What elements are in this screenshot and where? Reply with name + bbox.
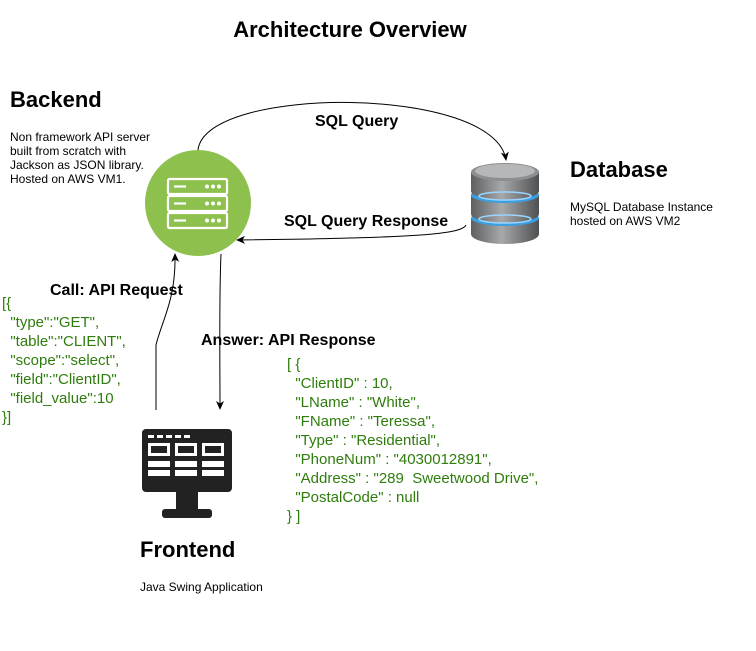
api-request-json: [{ "type":"GET", "table":"CLIENT", "scop… <box>2 295 126 426</box>
frontend-description: Java Swing Application <box>140 580 263 594</box>
monitor-icon <box>142 429 232 518</box>
sql-query-response-label: SQL Query Response <box>284 213 449 230</box>
backend-heading: Backend <box>10 87 102 112</box>
database-description: MySQL Database Instance hosted on AWS VM… <box>570 200 713 228</box>
api-request-label: Call: API Request <box>50 282 183 299</box>
api-response-label: Answer: API Response <box>201 332 376 349</box>
frontend-heading: Frontend <box>140 537 236 562</box>
server-icon <box>145 150 251 256</box>
sql-query-label: SQL Query <box>315 113 399 130</box>
sql-query-response-arrow <box>236 224 467 244</box>
api-request-arrow <box>155 253 180 410</box>
backend-description: Non framework API server built from scra… <box>10 130 151 186</box>
api-response-arrow <box>215 253 224 410</box>
page-title: Architecture Overview <box>233 17 467 42</box>
api-response-json: [ { "ClientID" : 10, "LName" : "White", … <box>287 356 539 525</box>
database-heading: Database <box>570 157 668 182</box>
database-icon <box>471 163 539 244</box>
sql-query-arrow <box>197 101 509 161</box>
